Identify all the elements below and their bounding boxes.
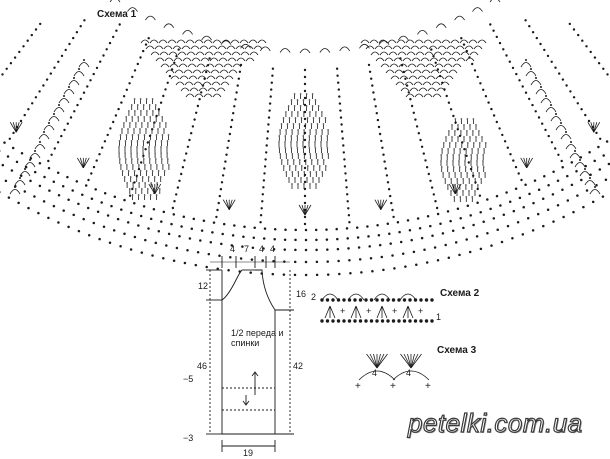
schema3-title: Схема 3 [437,345,477,356]
watermark-logo: petelki.com.ua [407,407,583,438]
schema2-stitches: + + + + [320,293,434,323]
schema3-stitches: + + + [355,353,431,392]
dim-offset-upper: −5 [183,374,194,384]
dim-shoulder-b: 4 [270,244,276,254]
schema3-repeat-b: 4 [406,368,412,378]
dim-top-4: 4 [230,244,236,254]
schema2-row-2: 2 [311,292,317,302]
schema3-repeat-a: 4 [372,368,378,378]
dim-neck-7: 7 [244,244,250,254]
dim-bottom: 19 [243,448,254,458]
pattern-note: 1/2 переда и спинки [231,328,284,348]
garment-outline [221,269,276,435]
yoke-stitch-strokes [9,0,601,216]
svg-text:+: + [392,306,397,316]
dim-offset-lower: −3 [183,433,194,443]
schema1-title: Схема 1 [97,9,137,20]
svg-text:+: + [340,306,345,316]
svg-text:+: + [390,381,396,392]
yoke-chart [0,0,610,277]
svg-text:+: + [425,381,431,392]
dim-right-total: 42 [293,361,304,371]
svg-text:+: + [366,306,371,316]
yoke-stitch-dots [0,19,610,277]
dim-left-total: 46 [197,361,208,371]
schema2-row-1: 1 [436,312,442,322]
svg-text:+: + [418,306,423,316]
dim-shoulder-a: 4 [259,244,265,254]
dim-left-top: 12 [198,281,209,291]
svg-text:+: + [355,381,361,392]
dim-right-top: 16 [296,289,307,299]
schema2-title: Схема 2 [440,288,480,299]
